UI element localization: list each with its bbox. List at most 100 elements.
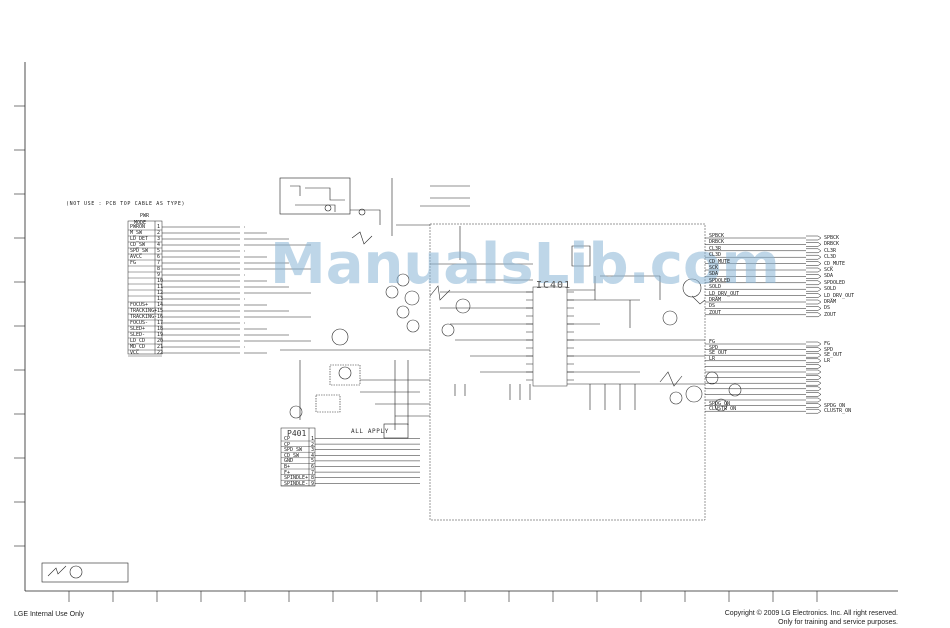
right-bottom-arrow <box>817 364 822 367</box>
right-bottom-arrow <box>817 399 822 403</box>
left-pin-name: LD_CD <box>130 338 146 344</box>
p401-pin-number: 7 <box>311 469 315 476</box>
left-pin-number: 3 <box>157 236 161 242</box>
p401-pin-number: 9 <box>311 480 315 487</box>
annotation-marks <box>289 273 742 419</box>
p401-pin-name: SPINDLE+ <box>284 475 309 482</box>
right-bottom-signal-lines <box>705 341 822 414</box>
right-top-signal-name: ZOUT <box>709 309 722 316</box>
p401-pin-number: 5 <box>311 458 315 465</box>
p401-pin-number: 3 <box>311 447 315 454</box>
left-pin-number: 12 <box>157 290 164 296</box>
right-top-arrow <box>817 250 822 254</box>
right-bottom-arrow <box>817 397 822 401</box>
right-top-net-name: SCK <box>824 267 834 273</box>
right-top-net-name: SPDOLED <box>824 279 846 286</box>
left-pin-number: 5 <box>157 248 161 254</box>
right-top-signal-name: SPDOLED <box>709 277 731 284</box>
right-top-net-name: DRAM <box>824 299 837 305</box>
right-top-arrow <box>817 282 822 286</box>
right-bottom-arrow <box>817 343 822 347</box>
right-top-arrow <box>817 267 822 271</box>
right-top-net-name: LD_DRV_OUT <box>824 292 855 299</box>
right-bottom-net-name: SPDG_ON <box>824 402 846 409</box>
left-pin-name: M_SW <box>130 230 143 236</box>
left-pin-number: 15 <box>157 308 164 314</box>
purpose-text: Only for training and service purposes. <box>778 619 898 626</box>
right-bottom-arrow <box>817 403 822 406</box>
right-top-signal-name: LD_DRV_OUT <box>709 290 740 297</box>
ic-traces <box>430 226 705 410</box>
right-bottom-arrow <box>817 405 822 408</box>
left-pin-number: 19 <box>157 332 164 338</box>
right-top-signal-name: CL3R <box>709 245 722 252</box>
right-top-net-name: SOLD <box>824 286 837 293</box>
right-top-net-name: ZOUT <box>824 311 837 318</box>
right-bottom-arrow <box>817 352 822 356</box>
right-bottom-arrow <box>817 375 822 378</box>
left-pin-number: 11 <box>157 284 164 290</box>
right-bottom-net-name: FG <box>824 341 831 347</box>
left-pin-name: LD_DET <box>130 236 149 242</box>
right-top-arrow <box>817 256 822 260</box>
left-pin-number: 10 <box>157 278 164 284</box>
left-pin-name: FG <box>130 260 137 266</box>
right-top-signal-name: SPBCK <box>709 233 725 239</box>
left-pin-number: 18 <box>157 326 164 332</box>
right-top-arrow <box>817 295 822 298</box>
p401-pin-name: CD_SW <box>284 452 300 459</box>
right-top-signal-name: SOLD <box>709 284 722 291</box>
p401-pin-number: 8 <box>311 475 315 482</box>
p401-pin-name: CP <box>284 441 291 448</box>
p401-pin-name: F+ <box>284 469 291 476</box>
usage-note: (NOT USE : PCB TOP CABLE AS TYPE) <box>66 201 186 207</box>
right-top-arrow <box>817 301 822 305</box>
right-bottom-arrow <box>817 358 822 362</box>
left-pin-name: TRACKING+ <box>130 308 158 314</box>
right-top-arrow <box>817 293 822 296</box>
right-top-arrow <box>817 306 822 309</box>
left-pin-number: 7 <box>157 260 161 266</box>
right-top-signal-name: SCK <box>709 265 719 271</box>
left-pin-number: 4 <box>157 242 161 248</box>
right-bottom-net-name: SE_OUT <box>824 352 843 359</box>
right-top-arrow <box>817 312 822 316</box>
right-top-arrow <box>817 244 822 247</box>
left-header-label: PWR <box>140 213 150 219</box>
right-bottom-arrow <box>817 349 822 352</box>
p401-pin-name: SPD_SW <box>284 447 303 454</box>
left-signal-wires <box>162 226 311 354</box>
left-pin-name: VCC <box>130 350 140 356</box>
right-bottom-arrow <box>817 386 822 390</box>
right-bottom-arrow <box>817 341 822 345</box>
left-pin-number: 22 <box>157 350 164 356</box>
left-pin-name: TRACKING- <box>130 314 158 320</box>
p401-pin-name: GND <box>284 458 294 465</box>
right-top-net-name: CL3D <box>824 254 837 261</box>
p401-pin-number: 4 <box>311 452 315 459</box>
right-bottom-net-name: CLUSTR_ON <box>824 408 852 415</box>
right-top-signal-name: DRBCK <box>709 239 725 246</box>
all-apply-label: ALL APPLY <box>351 428 389 435</box>
right-bottom-arrow <box>817 369 822 373</box>
power-section <box>279 177 470 245</box>
right-top-arrow <box>817 248 822 252</box>
left-pin-number: 20 <box>157 338 164 344</box>
ic-section-outline <box>429 223 706 521</box>
left-pin-number: 8 <box>157 266 161 272</box>
left-pin-name: FOCUS- <box>130 320 149 326</box>
page-frame <box>24 62 898 592</box>
left-pin-number: 17 <box>157 320 164 326</box>
right-bottom-arrow <box>817 392 822 395</box>
left-pin-number: 6 <box>157 254 161 260</box>
left-pin-number: 1 <box>157 224 161 230</box>
right-bottom-arrow <box>817 410 822 414</box>
left-pin-name: PWRON <box>130 224 146 230</box>
right-top-signal-name: DRAM <box>709 297 722 303</box>
bottom-border-ticks <box>68 591 818 602</box>
right-top-signal-name: CL3D <box>709 252 722 259</box>
right-top-arrow <box>817 235 822 239</box>
internal-use-label: LGE Internal Use Only <box>14 611 85 618</box>
right-top-net-name: CD_MUTE <box>824 260 846 267</box>
